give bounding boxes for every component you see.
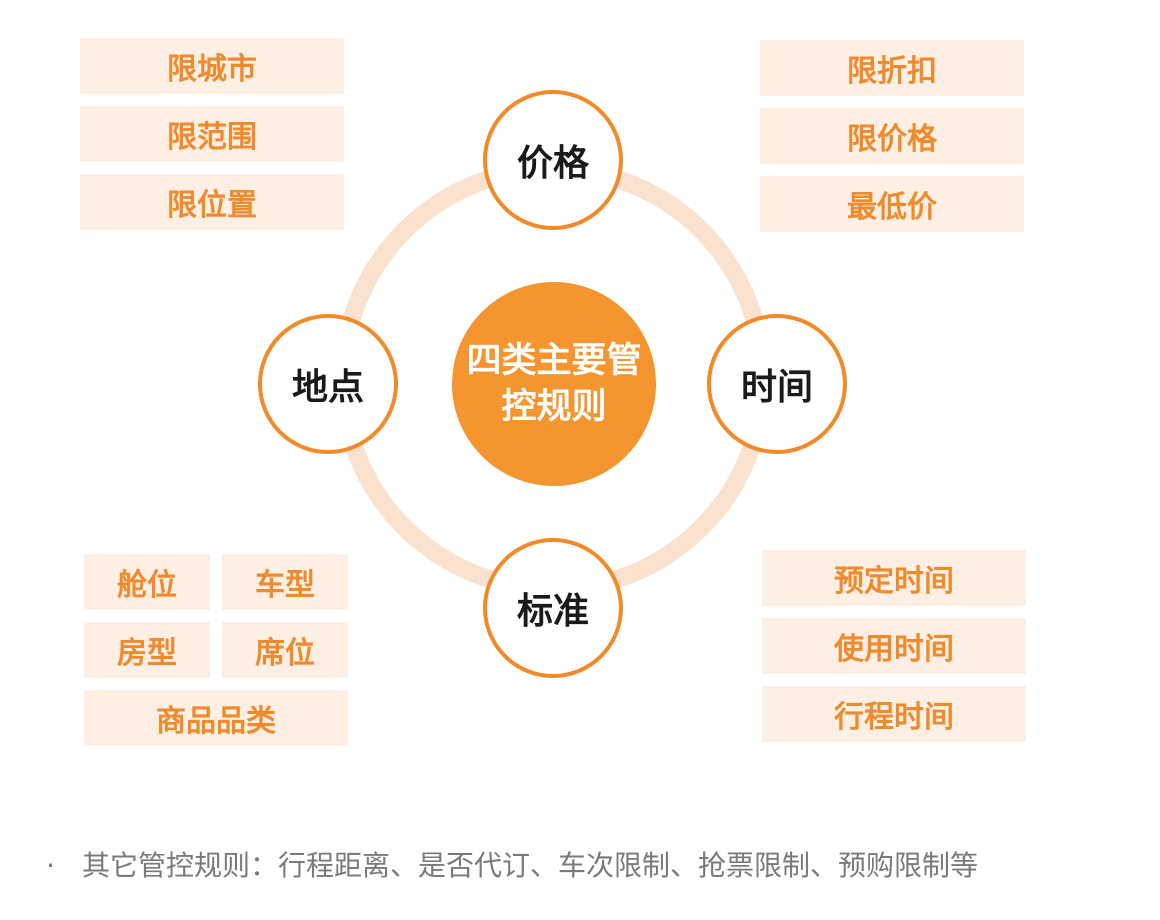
tag-standard-category: 商品品类 xyxy=(84,690,348,746)
tag-price-limit: 限价格 xyxy=(760,108,1024,164)
tag-standard-car-type: 车型 xyxy=(222,554,348,610)
tag-place-range: 限范围 xyxy=(80,106,344,162)
center-title: 四类主要管控规则 xyxy=(466,341,642,427)
tag-standard-cabin: 舱位 xyxy=(84,554,210,610)
center-circle: 四类主要管控规则 xyxy=(452,282,656,486)
tag-price-lowest: 最低价 xyxy=(760,176,1024,232)
tag-place-position: 限位置 xyxy=(80,174,344,230)
tag-price-discount: 限折扣 xyxy=(760,40,1024,96)
bullet: · xyxy=(46,849,55,882)
tag-time-usage: 使用时间 xyxy=(762,618,1026,674)
node-standard: 标准 xyxy=(483,538,623,678)
tag-standard-seat: 席位 xyxy=(222,622,348,678)
footer-note: · 其它管控规则：行程距离、是否代订、车次限制、抢票限制、预购限制等 xyxy=(46,846,1136,886)
tag-time-trip: 行程时间 xyxy=(762,686,1026,742)
tag-standard-room-type: 房型 xyxy=(84,622,210,678)
node-time: 时间 xyxy=(707,314,847,454)
node-price: 价格 xyxy=(483,90,623,230)
node-place: 地点 xyxy=(258,314,398,454)
tag-place-city: 限城市 xyxy=(80,38,344,94)
footer-note-text: 其它管控规则：行程距离、是否代订、车次限制、抢票限制、预购限制等 xyxy=(82,849,979,882)
tag-time-booking: 预定时间 xyxy=(762,550,1026,606)
